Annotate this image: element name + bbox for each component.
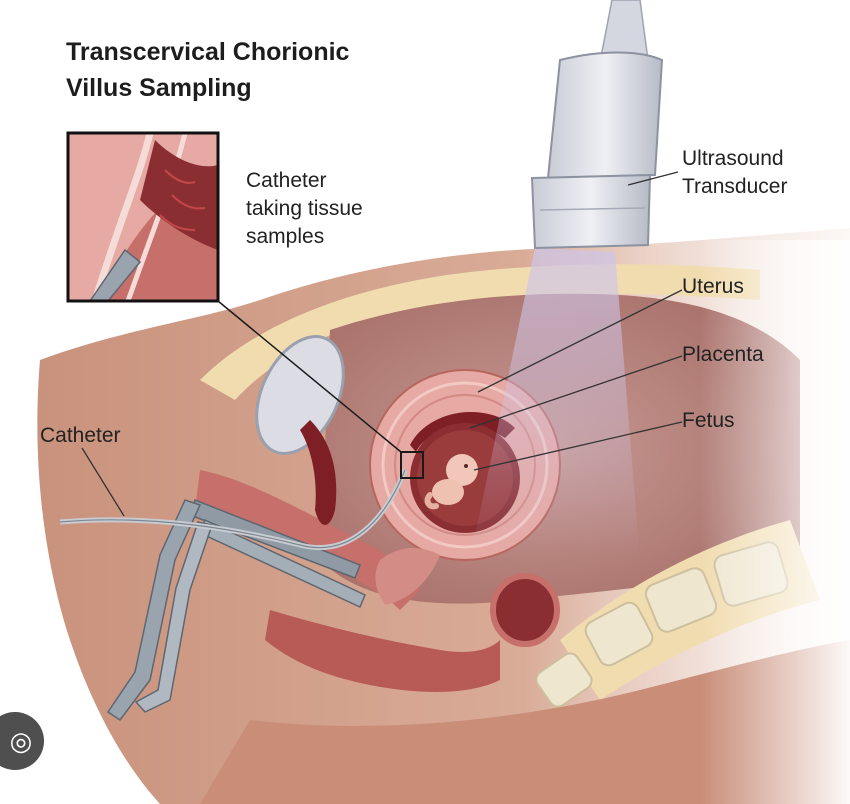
ultrasound-transducer	[530, 0, 664, 250]
colon	[265, 610, 500, 692]
vaginal-canal	[195, 470, 420, 610]
placenta-leader	[469, 355, 683, 429]
fetus-leader	[473, 421, 683, 471]
title-line-2: Villus Sampling	[66, 74, 252, 102]
label-fetus: Fetus	[682, 409, 735, 432]
title-line-1: Transcervical Chorionic	[66, 38, 350, 66]
inset-leader-line	[217, 300, 402, 453]
fetus	[424, 454, 478, 510]
label-ultrasound: Ultrasound	[682, 147, 784, 170]
camera-lens-button[interactable]: ◎	[0, 712, 44, 770]
inset-magnified-view	[66, 131, 220, 303]
inset-caption-line-2: taking tissue	[246, 197, 363, 220]
back-skin	[200, 640, 850, 804]
diagram-title: Transcervical Chorionic Villus Sampling	[66, 34, 349, 106]
inset-caption-line-1: Catheter	[246, 169, 327, 192]
uterus-leader	[477, 289, 683, 393]
bowel-loop	[490, 573, 560, 647]
label-transducer: Transducer	[682, 175, 788, 198]
bladder	[255, 335, 345, 455]
label-uterus: Uterus	[682, 275, 744, 298]
catheter-leader	[81, 447, 125, 517]
inset-caption-line-3: samples	[246, 225, 325, 248]
inset-caption: Catheter taking tissue samples	[246, 167, 363, 251]
label-catheter: Catheter	[40, 424, 121, 447]
rectum-folds	[300, 420, 337, 525]
cervix	[375, 548, 440, 605]
transducer-leader	[627, 171, 679, 186]
ultrasound-beam	[470, 248, 640, 560]
label-placenta: Placenta	[682, 343, 764, 366]
camera-lens-icon: ◎	[9, 725, 33, 756]
zoom-region-box	[400, 451, 424, 479]
